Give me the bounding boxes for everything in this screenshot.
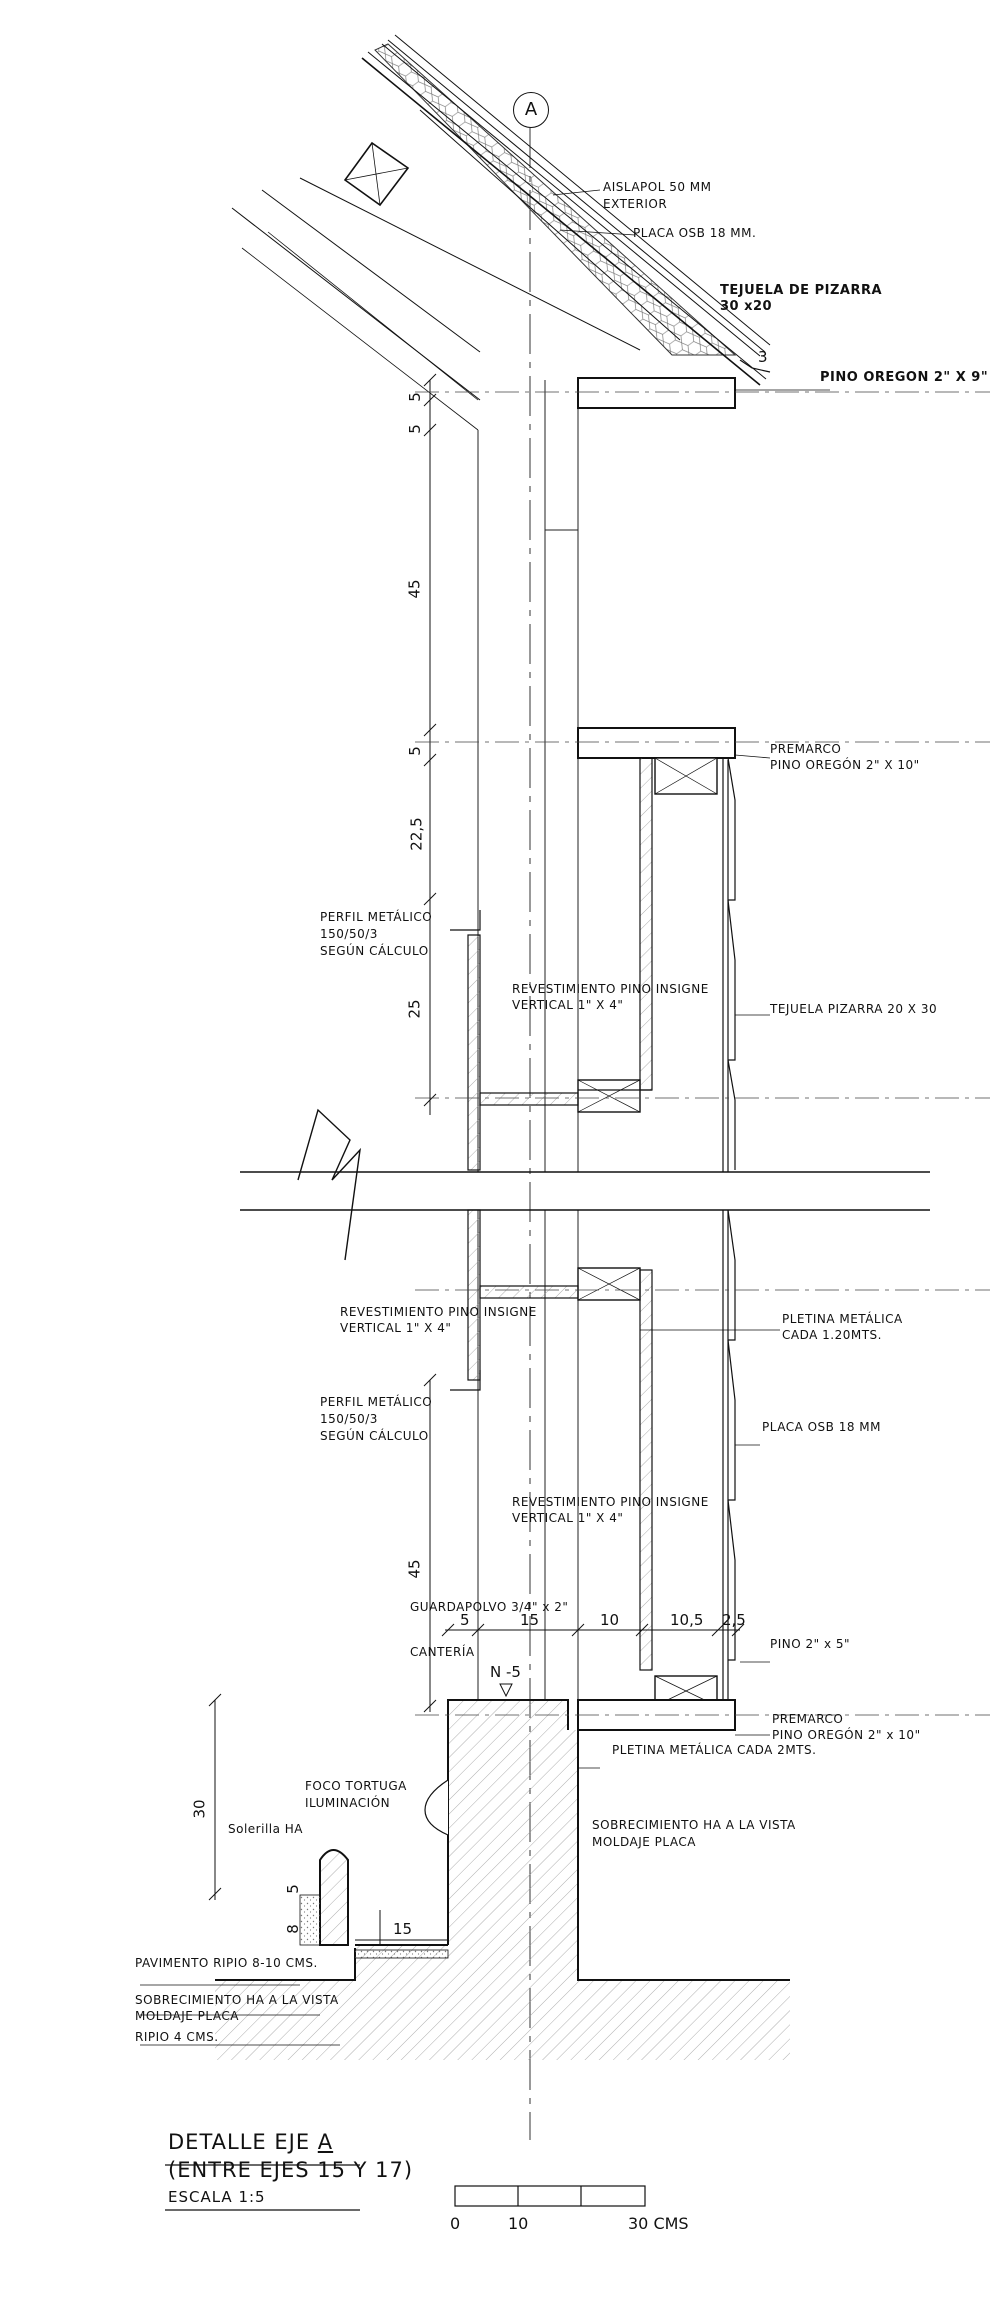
label-placa-osb-mid: PLACA OSB 18 MM	[762, 1420, 881, 1434]
dim-gutter-15: 15	[393, 1920, 413, 1938]
label-perfil-size-2: 150/50/3	[320, 1412, 378, 1426]
label-iluminacion: ILUMINACIÓN	[305, 1796, 391, 1810]
label-ripio: RIPIO 4 CMS.	[135, 2030, 219, 2044]
dim-sol-5: 5	[283, 1884, 302, 1894]
label-premarco-1: PREMARCO	[770, 742, 842, 756]
level-lines	[415, 391, 990, 1716]
title-prefix: DETALLE	[168, 2130, 275, 2154]
label-foco-tortuga: FOCO TORTUGA	[305, 1779, 407, 1793]
scale-bar	[165, 2164, 646, 2211]
exterior-cladding	[722, 757, 736, 1700]
stud-column	[578, 757, 653, 1671]
label-premarco-2: PREMARCO	[772, 1712, 844, 1726]
title-axis: A	[317, 2130, 334, 2154]
scale-mid: 10	[508, 2214, 529, 2233]
dim-sol-8: 8	[283, 1924, 302, 1934]
label-vertical-3: VERTICAL 1" X 4"	[512, 1511, 624, 1525]
label-placa-osb-top: PLACA OSB 18 MM.	[633, 226, 757, 240]
dim-h-5: 5	[460, 1611, 470, 1629]
scale-end: 30 CMS	[628, 2214, 689, 2233]
label-perfil-size-1: 150/50/3	[320, 927, 378, 941]
label-vertical-1: VERTICAL 1" X 4"	[512, 998, 624, 1012]
title-line-3: ESCALA 1:5	[168, 2188, 266, 2206]
dim-h-10: 10	[600, 1611, 620, 1629]
beams	[577, 377, 736, 1731]
label-tejuela-pizarra-20x30: TEJUELA PIZARRA 20 X 30	[770, 1002, 938, 1016]
dim-h-10-5: 10,5	[670, 1611, 704, 1629]
label-pletina-2: PLETINA METÁLICA CADA 2MTS.	[612, 1743, 817, 1757]
label-sobrecimiento-2: SOBRECIMIENTO HA A LA VISTA	[135, 1993, 339, 2007]
label-canteria: CANTERÍA	[410, 1645, 475, 1659]
metal-profiles	[450, 910, 579, 1391]
label-vertical-2: VERTICAL 1" X 4"	[340, 1321, 452, 1335]
label-perfil-metalico-1: PERFIL METÁLICO	[320, 910, 433, 924]
label-pino-oregon-2x10-1: PINO OREGÓN 2" X 10"	[770, 758, 920, 772]
dim-roof-slope: 3	[758, 348, 768, 366]
label-guardapolvo: GUARDAPOLVO 3/4" x 2"	[410, 1600, 569, 1614]
dim-v-25: 25	[405, 999, 424, 1019]
roof-assembly	[231, 34, 771, 431]
leaders	[140, 189, 830, 2046]
label-revestimiento-1: REVESTIMIENTO PINO INSIGNE	[512, 982, 709, 996]
label-revestimiento-2: REVESTIMIENTO PINO INSIGNE	[340, 1305, 537, 1319]
dim-v-5c: 5	[405, 746, 424, 756]
axis-marker: A	[513, 92, 549, 128]
label-cada-120: CADA 1.20MTS.	[782, 1328, 882, 1342]
label-pino-2x5: PINO 2" x 5"	[770, 1637, 851, 1651]
title-eje: EJE	[274, 2130, 318, 2154]
label-sobrecimiento-1: SOBRECIMIENTO HA A LA VISTA	[592, 1818, 796, 1832]
label-pino-oregon-2x9: PINO OREGON 2" X 9"	[820, 370, 989, 385]
foundation	[215, 1683, 790, 2060]
label-segun-calculo-1: SEGÚN CÁLCULO	[320, 944, 429, 958]
dim-v-5b: 5	[405, 424, 424, 434]
label-perfil-metalico-2: PERFIL METÁLICO	[320, 1395, 433, 1409]
label-solerilla: Solerilla HA	[228, 1822, 304, 1836]
label-revestimiento-3: REVESTIMIENTO PINO INSIGNE	[512, 1495, 709, 1509]
title-line-2: (ENTRE EJES 15 Y 17)	[168, 2158, 414, 2182]
dimension-lines	[208, 373, 745, 1945]
label-moldaje-2: MOLDAJE PLACA	[135, 2009, 239, 2023]
label-nivel: N -5	[490, 1663, 521, 1681]
dim-h-2-5: 2,5	[722, 1611, 746, 1629]
dim-v-5a: 5	[405, 392, 424, 402]
label-pavimento: PAVIMENTO RIPIO 8-10 CMS.	[135, 1956, 318, 1970]
break-line	[240, 1108, 930, 1261]
label-tejuela-pizarra: TEJUELA DE PIZARRA	[720, 283, 883, 298]
label-aislapol: AISLAPOL 50 MM	[603, 180, 712, 194]
title-line-1: DETALLE EJE A	[168, 2130, 413, 2154]
label-pino-oregon-2x10-2: PINO OREGÓN 2" x 10"	[772, 1728, 921, 1742]
dim-v-30: 30	[190, 1799, 209, 1819]
dim-v-22-5: 22,5	[407, 817, 426, 851]
label-moldaje-1: MOLDAJE PLACA	[592, 1835, 696, 1849]
dim-v-45a: 45	[405, 579, 424, 599]
dim-h-15: 15	[520, 1611, 540, 1629]
title-block: DETALLE EJE A (ENTRE EJES 15 Y 17) ESCAL…	[168, 2130, 413, 2206]
label-exterior: EXTERIOR	[603, 197, 668, 211]
scale-start: 0	[450, 2214, 461, 2233]
label-segun-calculo-2: SEGÚN CÁLCULO	[320, 1429, 429, 1443]
label-tejuela-size: 30 x20	[720, 299, 773, 314]
label-pletina-1: PLETINA METÁLICA	[782, 1312, 903, 1326]
dim-v-45b: 45	[405, 1559, 424, 1579]
